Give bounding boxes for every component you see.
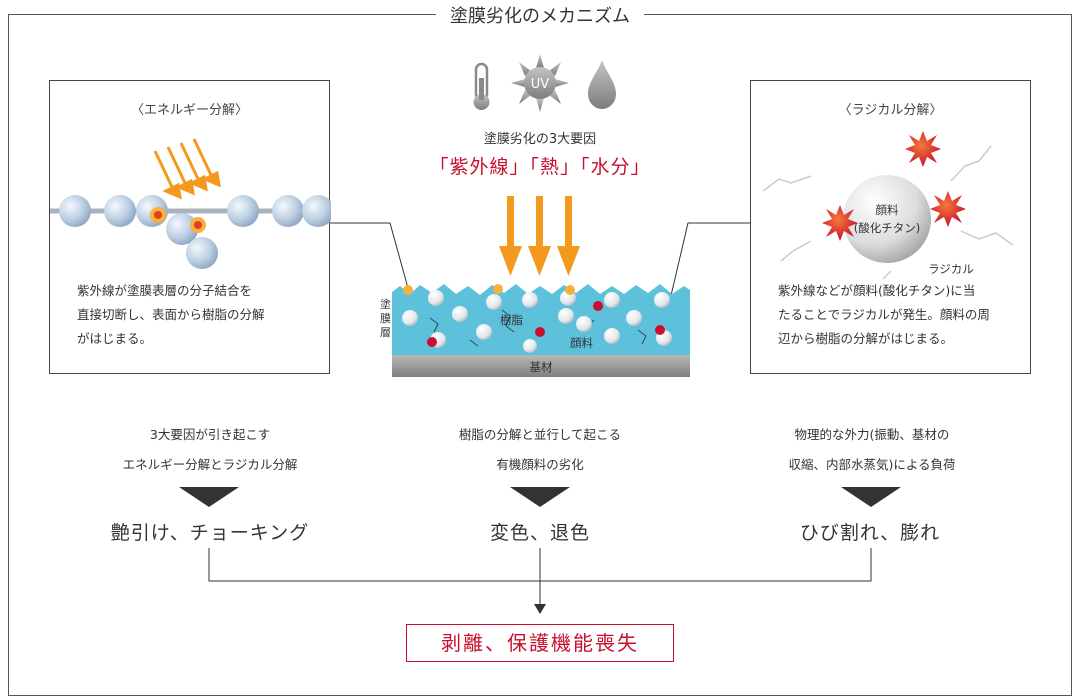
svg-text:UV: UV	[531, 77, 550, 92]
energy-decomposition-title: 〈エネルギー分解〉	[130, 103, 248, 118]
molecule-chain-illustration	[50, 138, 331, 269]
radical-illustration: 顔料 (酸化チタン) ラジカル	[762, 131, 1014, 280]
radical-particles	[427, 301, 665, 347]
thermometer-icon	[473, 62, 490, 110]
crack-lines	[762, 145, 1014, 280]
substrate-layer	[392, 355, 690, 377]
uv-arrows	[499, 196, 580, 276]
pigment-label: 顔料	[570, 336, 593, 350]
final-result-box: 剥離、保護機能喪失	[406, 624, 674, 662]
bond-break-sparks	[150, 207, 206, 233]
substrate-label: 基材	[530, 360, 553, 374]
radical-decomposition-desc: 紫外線などが顔料(酸化チタン)に当 たることでラジカルが発生。顔料の周 辺から樹…	[778, 283, 990, 346]
diagram-title: 塗膜劣化のメカニズム	[0, 2, 1080, 28]
surface-sparks	[403, 284, 575, 295]
svg-text:顔料: 顔料	[876, 203, 899, 217]
down-triangle-3	[841, 487, 901, 507]
svg-text:(酸化チタン): (酸化チタン)	[854, 221, 920, 235]
layer-label-1: 塗膜層	[380, 297, 391, 339]
result-discoloration: 変色、退色	[489, 522, 590, 544]
titanium-oxide-pigment	[843, 175, 931, 263]
left-connector-line	[330, 222, 409, 289]
column-caption-1: 3大要因が引き起こすエネルギー分解とラジカル分解	[122, 427, 298, 472]
down-triangle-2	[510, 487, 570, 507]
radical-decomposition-box: 〈ラジカル分解〉 顔料 (酸化チタン) ラ	[750, 80, 1031, 374]
column-caption-2: 樹脂の分解と並行して起こる有機顔料の劣化	[458, 427, 622, 472]
factors-caption: 塗膜劣化の3大要因	[483, 132, 597, 147]
result-cracks-blisters: ひび割れ、膨れ	[799, 522, 941, 544]
pigment-particles	[402, 290, 672, 353]
down-triangle-1	[179, 487, 239, 507]
energy-decomposition-box: 〈エネルギー分解〉	[49, 80, 331, 374]
result-gloss-chalking: 艶引け、チョーキング	[110, 522, 310, 544]
energy-decomposition-desc: 紫外線が塗膜表層の分子結合を 直接切断し、表面から樹脂の分解 がはじまる。	[77, 283, 265, 346]
down-arrowhead	[534, 604, 546, 614]
resin-label: 樹脂	[500, 313, 523, 327]
radical-sparks	[822, 131, 966, 241]
three-factors: 「紫外線」「熱」「水分」	[429, 156, 651, 178]
radical-label: ラジカル	[928, 262, 974, 276]
uv-ray-arrows	[153, 138, 221, 200]
water-drop-icon	[588, 60, 616, 109]
column-caption-3: 物理的な外力(振動、基材の収縮、内部水蒸気)による負荷	[788, 427, 956, 472]
radical-decomposition-title: 〈ラジカル分解〉	[838, 103, 943, 118]
uv-sun-icon: UV	[511, 54, 569, 112]
coating-layer-illustration: 塗膜層 樹脂 顔料 基材	[380, 196, 690, 377]
factor-icons: UV	[473, 54, 616, 112]
